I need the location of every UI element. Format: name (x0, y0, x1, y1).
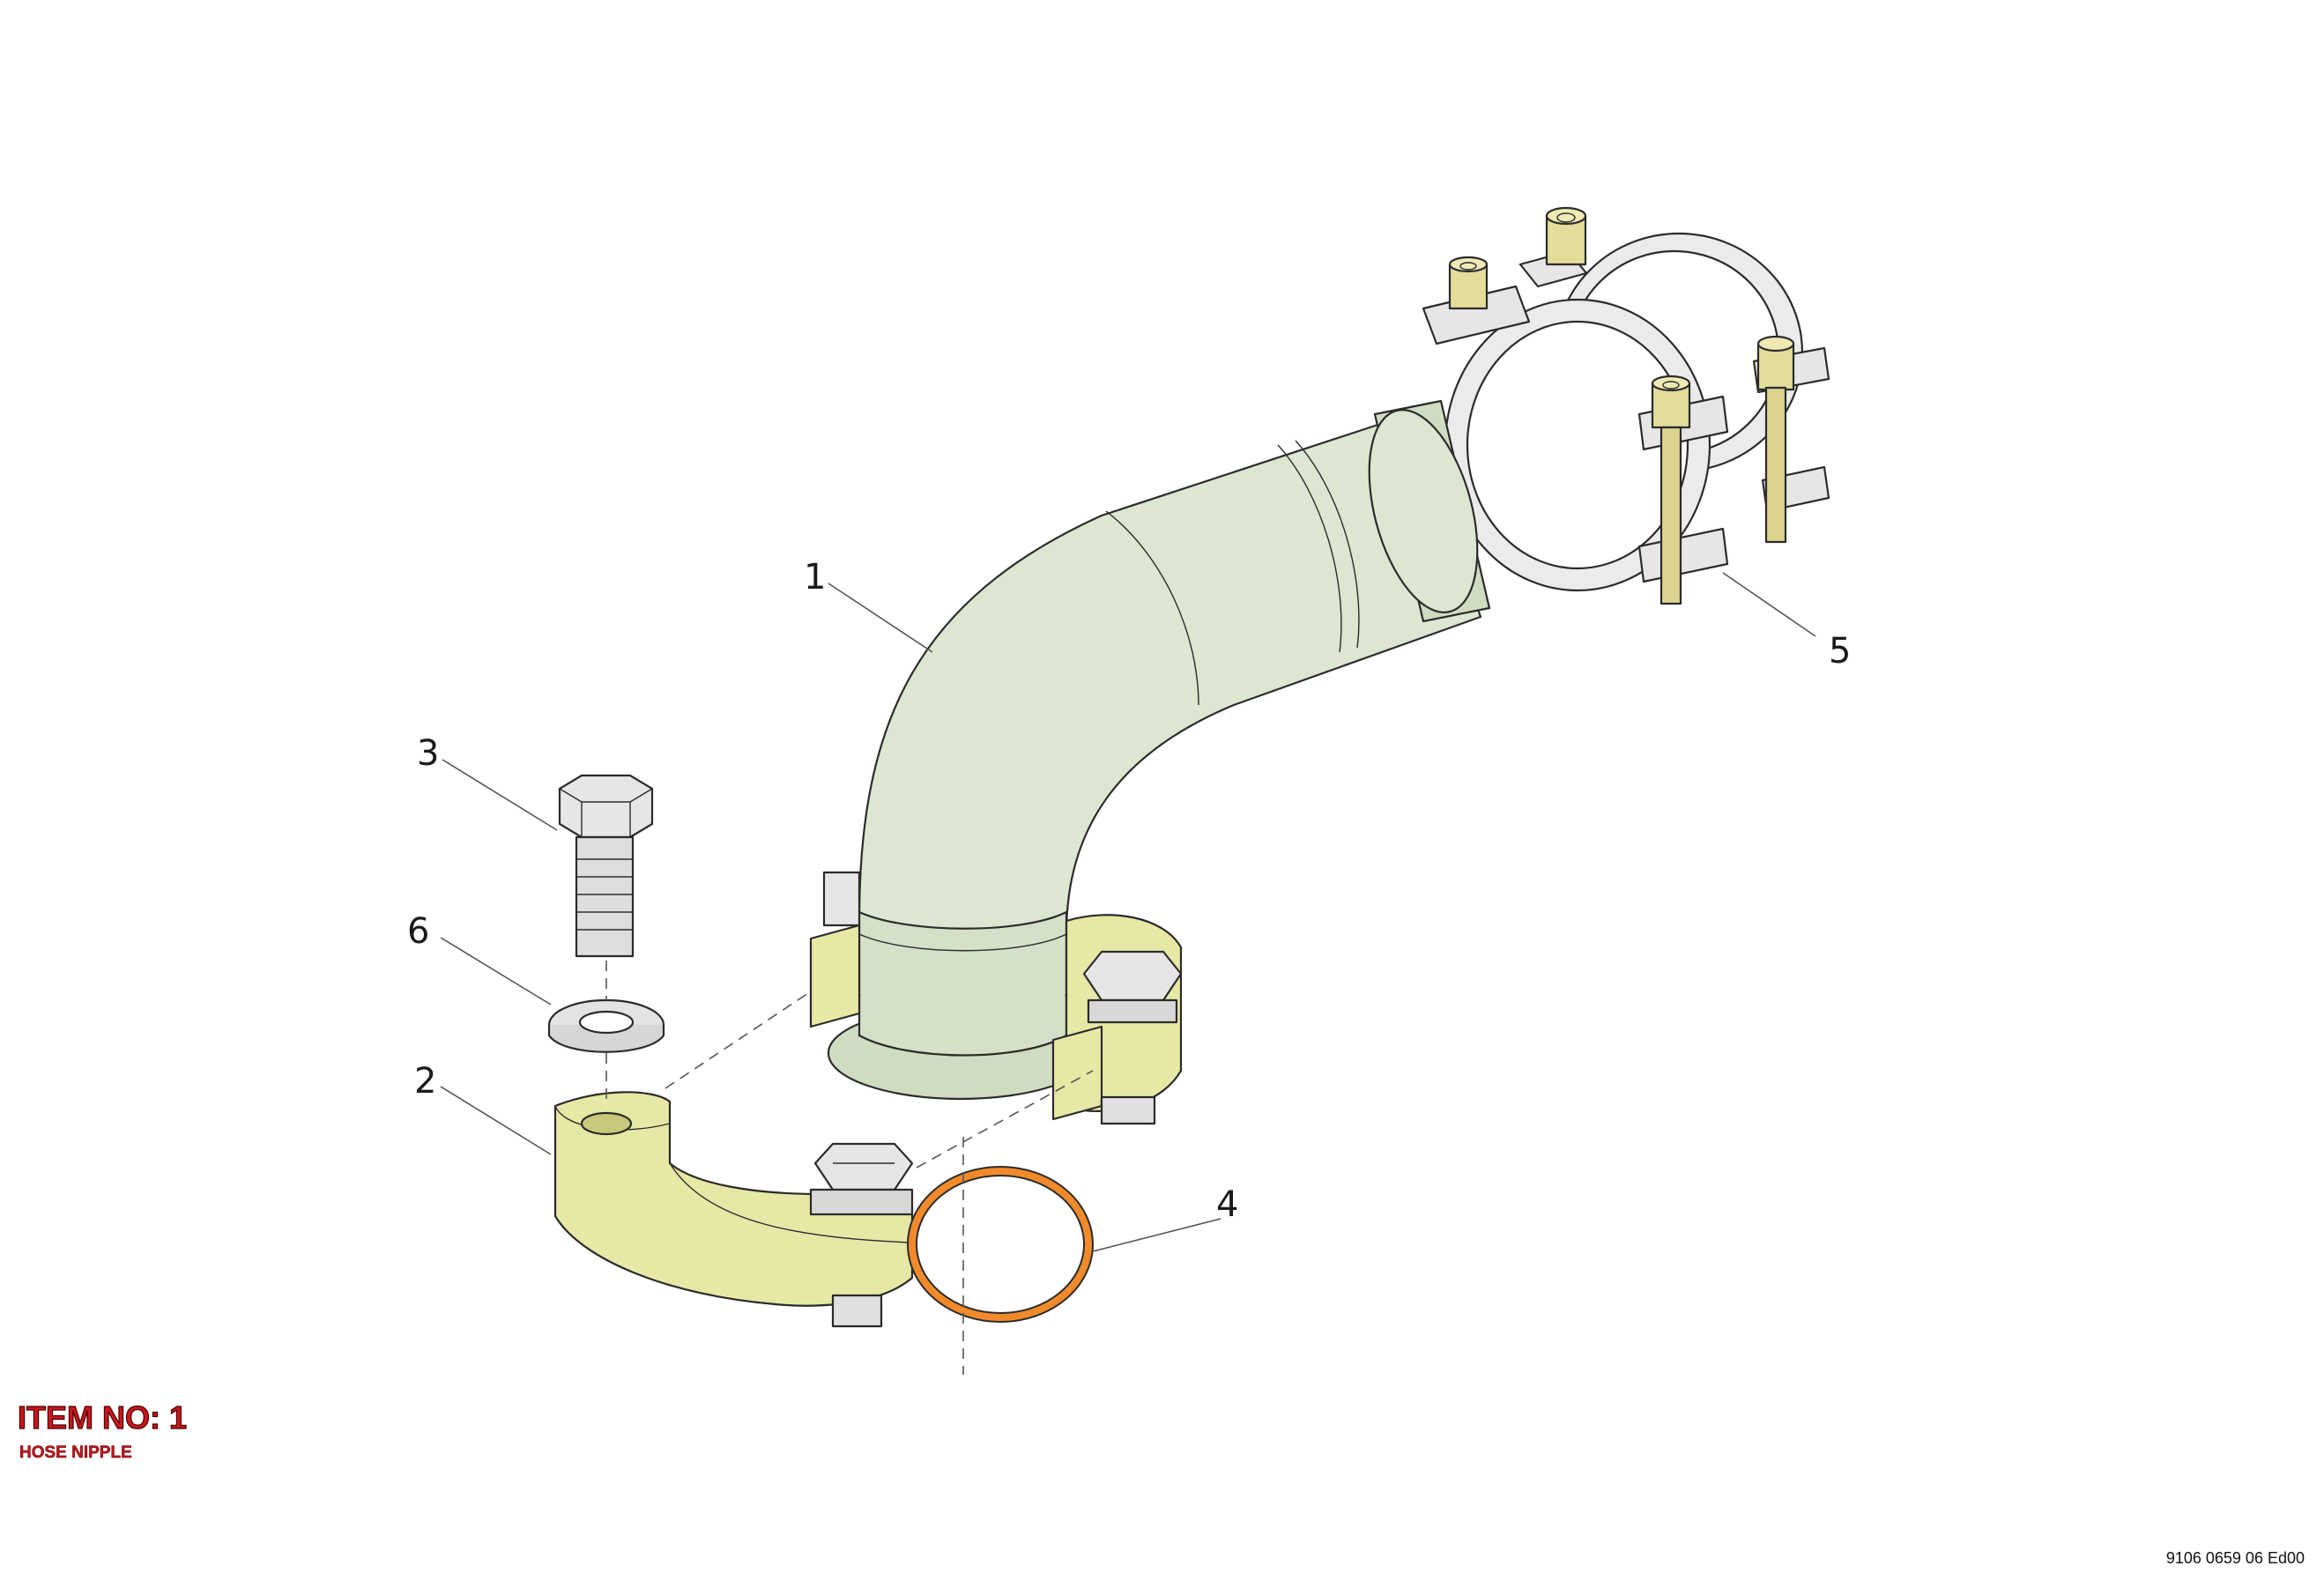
callout-4: 4 (1216, 1184, 1238, 1225)
item-name: HOSE NIPPLE (19, 1443, 132, 1463)
document-number: 9106 0659 06 Ed00 (2165, 1549, 2305, 1567)
callout-2: 2 (414, 1061, 436, 1102)
washer (547, 998, 665, 1053)
leader-lines (440, 572, 1816, 1252)
assembled-flange-clamp (809, 871, 1183, 1125)
hose-nipple (827, 399, 1491, 1101)
hex-bolt (558, 774, 654, 958)
pipe-clamp-assembly (1422, 206, 1830, 605)
callout-1: 1 (804, 557, 826, 597)
item-number: ITEM NO: 1 (17, 1399, 188, 1436)
callout-6: 6 (407, 911, 429, 952)
clamp-half (553, 1091, 914, 1328)
callout-3: 3 (417, 733, 439, 774)
assembly-center-lines (605, 961, 1094, 1375)
callout-5: 5 (1829, 631, 1851, 672)
